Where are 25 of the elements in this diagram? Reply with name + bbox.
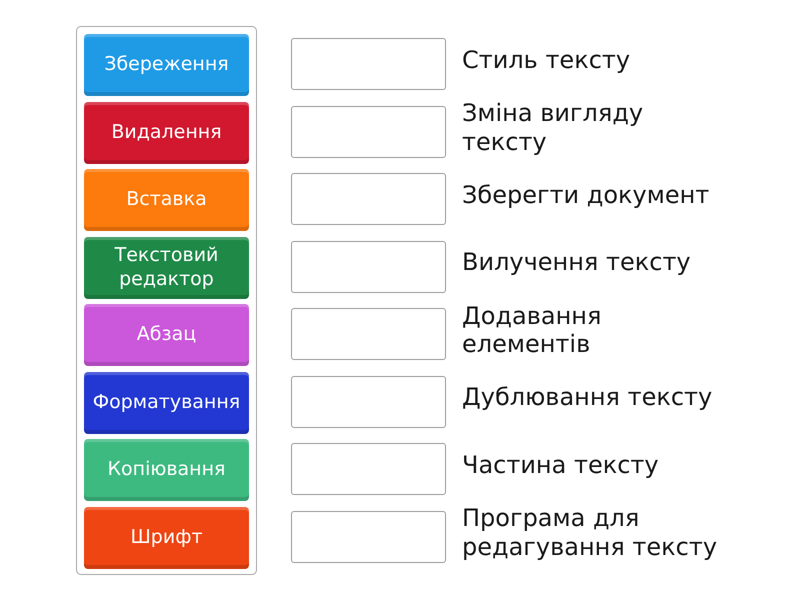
word-tile: Абзац [84, 304, 249, 366]
definition-text: Вилучення тексту [462, 248, 692, 277]
word-tile: Видалення [84, 102, 249, 164]
answer-box [291, 510, 446, 562]
word-tile: Копіювання [84, 439, 249, 501]
definition-text: Дублювання тексту [462, 383, 714, 412]
word-tile: Форматування [84, 372, 249, 434]
answer-box [291, 38, 446, 90]
answer-box [291, 308, 446, 360]
answer-box [291, 376, 446, 428]
definition-text: Стиль тексту [462, 46, 632, 74]
answer-box [291, 443, 446, 495]
definition-text: Програма для редагування тексту [462, 504, 718, 561]
definition-text: Додавання елементів [462, 302, 602, 358]
answer-box [291, 106, 446, 158]
word-tile: Вставка [84, 169, 249, 231]
word-tile: Текстовий редактор [84, 236, 249, 298]
definition-text: Частина тексту [462, 450, 660, 480]
answer-box [291, 240, 446, 292]
tile-panel [76, 26, 257, 575]
word-tile: Збереження [84, 34, 249, 96]
definition-text: Зміна вигляду тексту [462, 99, 644, 156]
answer-box [291, 173, 446, 225]
word-tile: Шрифт [84, 506, 249, 568]
definition-text: Зберегти документ [462, 180, 710, 210]
